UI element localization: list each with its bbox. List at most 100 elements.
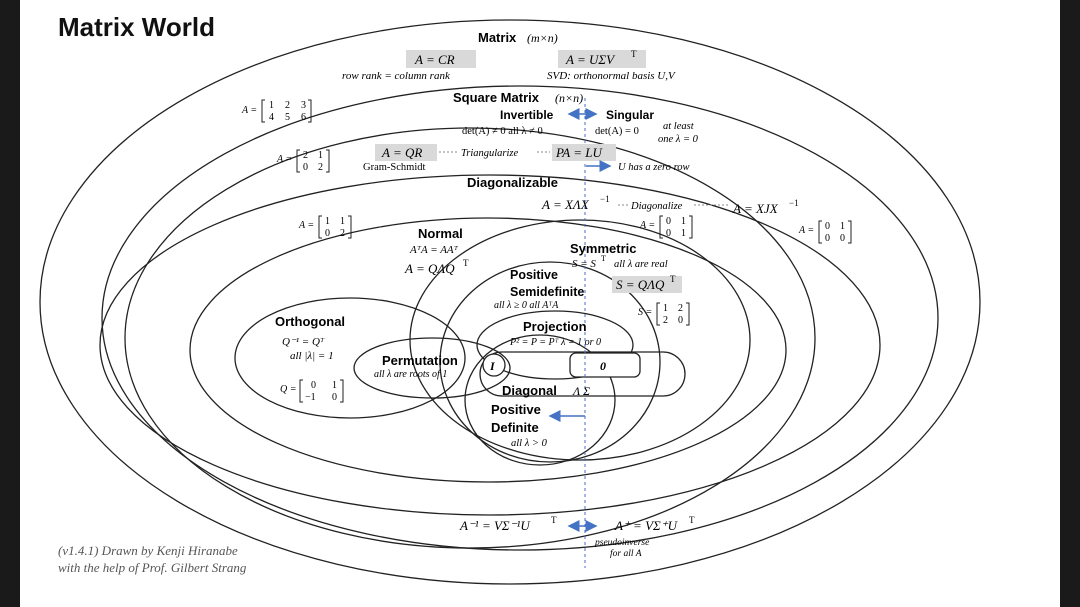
gram-schmidt: Gram-Schmidt xyxy=(363,162,425,173)
svg-text:6: 6 xyxy=(301,112,306,123)
singular-note-2: at least xyxy=(663,121,695,132)
normal-cond: AᵀA = AAᵀ xyxy=(409,244,459,256)
jordan-formula: A = XJX xyxy=(732,201,779,216)
svg-text:5: 5 xyxy=(285,112,290,123)
svg-text:0: 0 xyxy=(840,233,845,244)
svg-text:A =: A = xyxy=(798,225,814,236)
pinv-note-1: pseudoinverse xyxy=(594,538,649,548)
diag-example-right: A = 0 1 0 0 xyxy=(798,220,852,244)
svg-text:1: 1 xyxy=(318,150,323,161)
svg-text:A =: A = xyxy=(639,220,655,231)
orthogonal-cond-1: Q⁻¹ = Qᵀ xyxy=(282,336,325,348)
diagonalizable-ellipse xyxy=(99,174,881,516)
svg-text:0: 0 xyxy=(825,221,830,232)
matrix-ellipse xyxy=(39,19,981,585)
svg-text:1: 1 xyxy=(681,216,686,227)
singular-note-3: one λ = 0 xyxy=(658,134,699,145)
svg-text:1: 1 xyxy=(325,216,330,227)
sqlq-box xyxy=(612,276,682,293)
svg-text:1: 1 xyxy=(269,100,274,111)
svg-text:−1: −1 xyxy=(305,392,316,403)
credits-line-1: (v1.4.1) Drawn by Kenji Hiranabe xyxy=(58,543,238,558)
svg-text:0: 0 xyxy=(666,216,671,227)
pd-label-1: Positive xyxy=(491,402,541,417)
svg-text:2: 2 xyxy=(318,162,323,173)
square-dims: (n×n) xyxy=(555,91,583,105)
svg-text:2: 2 xyxy=(303,150,308,161)
normal-formula: A = QΛQ xyxy=(404,261,455,276)
symmetric-example: S = 1 2 2 0 xyxy=(638,302,690,326)
cr-note: row rank = column rank xyxy=(342,70,451,82)
svg-text:0: 0 xyxy=(303,162,308,173)
permutation-label: Permutation xyxy=(382,353,458,368)
svg-text:2: 2 xyxy=(285,100,290,111)
singular-label: Singular xyxy=(606,108,654,122)
normal-ellipse xyxy=(189,217,787,483)
page-title: Matrix World xyxy=(58,12,215,42)
pd-label-2: Definite xyxy=(491,420,539,435)
svg-text:S =: S = xyxy=(638,307,652,318)
credits-line-2: with the help of Prof. Gilbert Strang xyxy=(58,560,247,575)
svg-text:1: 1 xyxy=(332,380,337,391)
permutation-cond: all λ are roots of 1 xyxy=(374,369,447,380)
matrix-example: A = 1 2 3 4 5 6 xyxy=(241,99,312,123)
inverse-sup: T xyxy=(551,515,557,525)
orthogonal-example: Q = 0 1 −1 0 xyxy=(280,379,344,403)
normal-formula-sup: T xyxy=(463,258,469,268)
svd-formula: A = UΣV xyxy=(565,52,616,67)
pd-ellipse xyxy=(464,334,616,466)
singular-note: det(A) = 0 xyxy=(595,126,639,137)
svg-text:2: 2 xyxy=(663,315,668,326)
matrix-world-page: Matrix World Matrix (m×n) A = xyxy=(20,0,1060,607)
pinv-sup: T xyxy=(689,515,695,525)
svg-text:A =: A = xyxy=(241,105,257,116)
diag-formula-sup: −1 xyxy=(600,194,610,204)
svg-text:4: 4 xyxy=(269,112,274,123)
svg-text:0: 0 xyxy=(332,392,337,403)
normal-label: Normal xyxy=(418,226,463,241)
triangularize: Triangularize xyxy=(461,148,519,159)
svg-text:0: 0 xyxy=(325,228,330,239)
cr-formula: A = CR xyxy=(414,52,455,67)
diagonalize-note: Diagonalize xyxy=(630,201,683,212)
psd-label-1: Positive xyxy=(510,268,558,282)
svg-text:2: 2 xyxy=(678,303,683,314)
orthogonal-label: Orthogonal xyxy=(275,314,345,329)
svd-box xyxy=(558,50,646,68)
permutation-ellipse xyxy=(353,337,511,399)
pinv-note-2: for all A xyxy=(610,548,642,559)
square-matrix-ellipse xyxy=(101,85,939,551)
diag-example-mid: A = 0 1 0 1 xyxy=(639,215,693,239)
invertible-label: Invertible xyxy=(500,108,554,122)
svg-text:0: 0 xyxy=(666,228,671,239)
invertible-note: det(A) ≠ 0 all λ ≠ 0 xyxy=(462,126,543,137)
lu-box xyxy=(552,144,616,161)
psd-label-2: Semidefinite xyxy=(510,285,584,299)
svg-text:0: 0 xyxy=(825,233,830,244)
svg-text:2: 2 xyxy=(340,228,345,239)
svg-text:A =: A = xyxy=(276,154,292,165)
svg-text:3: 3 xyxy=(301,100,306,111)
zero-row-note: U has a zero row xyxy=(618,162,690,173)
lu-formula: PA = LU xyxy=(555,145,603,160)
svg-text:0: 0 xyxy=(678,315,683,326)
symmetric-real: all λ are real xyxy=(614,259,668,270)
square-label: Square Matrix xyxy=(453,90,540,105)
diag-formula: A = XΛX xyxy=(541,197,590,212)
identity-circle xyxy=(482,353,506,377)
symmetric-cond: S = S xyxy=(572,258,596,270)
svg-text:1: 1 xyxy=(840,221,845,232)
svg-text:1: 1 xyxy=(663,303,668,314)
qr-box xyxy=(375,144,437,161)
zero-box xyxy=(569,352,641,378)
identity-label: I xyxy=(489,359,496,373)
projection-cond: P² = P = Pᵀ λ = 1 or 0 xyxy=(509,337,601,348)
diagonal-label: Diagonal xyxy=(502,383,557,398)
svd-sup: T xyxy=(631,49,637,59)
matrix-dims: (m×n) xyxy=(527,31,558,45)
pd-cond: all λ > 0 xyxy=(511,438,548,449)
inverse-formula: A⁻¹ = VΣ⁻¹U xyxy=(459,518,531,533)
matrix-label: Matrix xyxy=(478,30,517,45)
svg-text:Q =: Q = xyxy=(280,384,296,395)
invertible-ellipse xyxy=(124,127,816,549)
